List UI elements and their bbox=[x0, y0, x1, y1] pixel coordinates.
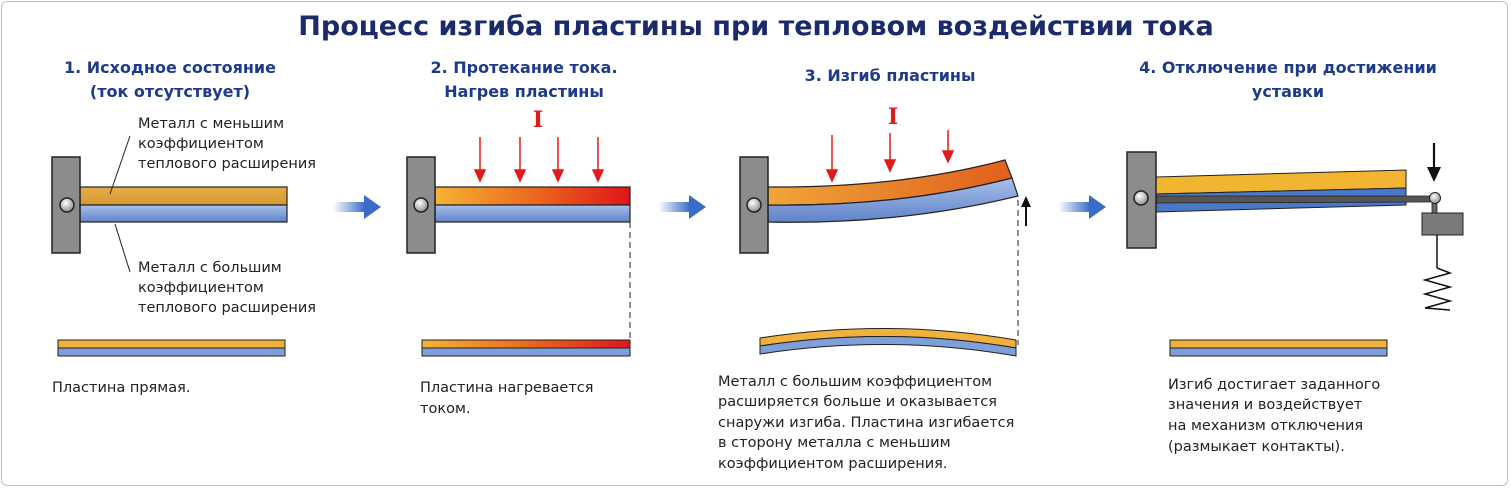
next-step-arrow-icon bbox=[1058, 195, 1106, 219]
step2-heading-line2: Нагрев пластины bbox=[444, 82, 604, 101]
step3-caption-2: расширяется больше и оказывается bbox=[718, 394, 997, 410]
current-arrows-icon bbox=[825, 130, 955, 183]
step1-heading-line2: (ток отсутствует) bbox=[90, 82, 250, 101]
spring-icon bbox=[1422, 267, 1453, 311]
step1-caption: Пластина прямая. bbox=[52, 380, 190, 396]
step1-bimetal-plate bbox=[79, 186, 288, 223]
step4-plate bbox=[1155, 169, 1431, 213]
step2-caption-2: током. bbox=[420, 401, 471, 417]
step3-bent-plate bbox=[767, 159, 1019, 223]
step3-caption-1: Металл с большим коэффициентом bbox=[718, 374, 992, 390]
bend-direction-arrow-icon bbox=[1021, 196, 1031, 226]
step3-caption-3: снаружи изгиба. Пластина изгибается bbox=[718, 415, 1014, 431]
diagram-title: Процесс изгиба пластины при тепловом воз… bbox=[298, 11, 1213, 42]
leader-line-bottom bbox=[114, 223, 131, 273]
step1-strip-side-view bbox=[57, 339, 286, 357]
next-step-arrow-icon bbox=[333, 195, 381, 219]
label-low-expansion-3: теплового расширения bbox=[138, 156, 316, 172]
step4-caption-1: Изгиб достигает заданного bbox=[1168, 377, 1380, 393]
label-low-expansion-1: Металл с меньшим bbox=[138, 116, 284, 132]
step3-caption-4: в сторону металла с меньшим bbox=[718, 435, 951, 451]
step2-strip-side-view bbox=[421, 339, 631, 357]
step4-heading-line1: 4. Отключение при достижении bbox=[1139, 58, 1437, 77]
label-low-expansion-2: коэффициентом bbox=[138, 136, 264, 152]
step4-heading-line2: уставки bbox=[1252, 82, 1324, 101]
step2-heated-plate bbox=[434, 186, 631, 223]
step2-heading-line1: 2. Протекание тока. bbox=[430, 58, 617, 77]
label-high-expansion-3: теплового расширения bbox=[138, 300, 316, 316]
step4-caption-2: значения и воздействует bbox=[1168, 397, 1363, 413]
step3-strip-side-view bbox=[759, 327, 1017, 357]
current-arrows-icon bbox=[473, 137, 605, 183]
step3-heading: 3. Изгиб пластины bbox=[805, 66, 976, 85]
step4-strip-side-view bbox=[1169, 339, 1388, 357]
trip-mechanism bbox=[1421, 192, 1464, 311]
step2-wall-mount bbox=[406, 156, 436, 254]
step3-caption-5: коэффициентом расширения. bbox=[718, 456, 947, 472]
trip-force-arrow-icon bbox=[1427, 143, 1441, 182]
step1-heading-line1: 1. Исходное состояние bbox=[64, 58, 276, 77]
step4-wall-mount bbox=[1126, 151, 1157, 249]
label-high-expansion-2: коэффициентом bbox=[138, 280, 264, 296]
step2-caption-1: Пластина нагревается bbox=[420, 380, 593, 396]
step4-caption-3: на механизм отключения bbox=[1168, 418, 1363, 434]
step3-wall-mount bbox=[739, 156, 769, 254]
current-symbol: I bbox=[533, 107, 543, 133]
next-step-arrow-icon bbox=[658, 195, 706, 219]
label-high-expansion-1: Металл с большим bbox=[138, 260, 282, 276]
leader-line-top bbox=[109, 135, 131, 195]
step1-wall-mount bbox=[51, 156, 81, 254]
step4-caption-4: (размыкает контакты). bbox=[1168, 439, 1345, 455]
current-symbol: I bbox=[888, 104, 898, 130]
